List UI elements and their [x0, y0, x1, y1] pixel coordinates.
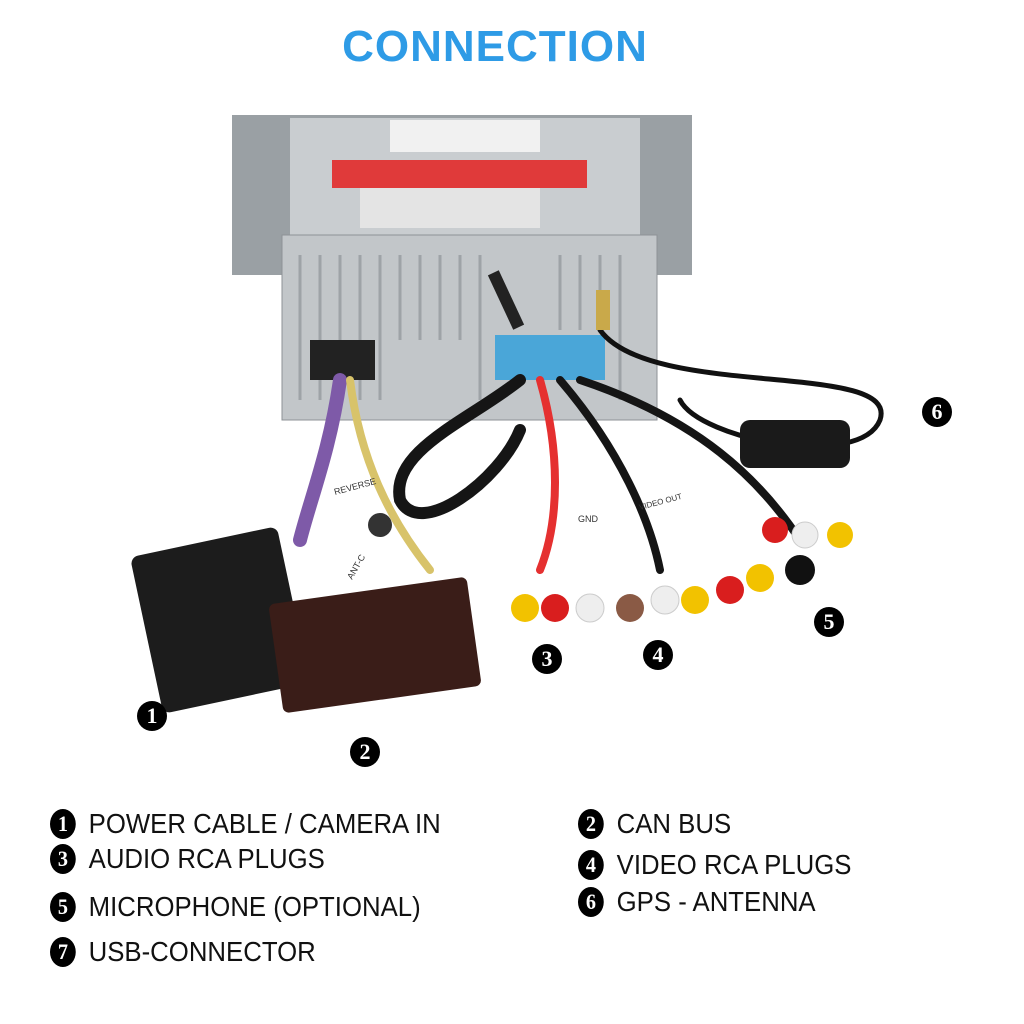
product-photo: REVERSE GND VIDEO OUT ANT-C: [131, 115, 884, 713]
marker-6: 6: [922, 397, 952, 427]
power-connector: [131, 527, 309, 713]
marker-2: 2: [350, 737, 380, 767]
gps-antenna: [740, 420, 850, 468]
legend-item-audio: 3 AUDIO RCA PLUGS: [50, 843, 325, 875]
marker-5: 5: [814, 607, 844, 637]
legend-number: 4: [578, 850, 604, 880]
legend-item-microphone: 5 MICROPHONE (OPTIONAL): [50, 891, 421, 923]
legend-label: AUDIO RCA PLUGS: [88, 843, 325, 874]
head-unit: [232, 115, 692, 421]
legend-label: USB-CONNECTOR: [88, 936, 316, 967]
legend-label: CAN BUS: [616, 808, 732, 839]
legend-number: 6: [578, 887, 604, 917]
legend-number: 1: [50, 809, 76, 839]
legend-item-power: 1 POWER CABLE / CAMERA IN: [50, 808, 441, 840]
page-title: CONNECTION: [342, 22, 648, 71]
legend-number: 5: [50, 892, 76, 922]
photo-label-ant: ANT-C: [345, 552, 367, 581]
marker-3: 3: [532, 644, 562, 674]
marker-4: 4: [643, 640, 673, 670]
legend-label: VIDEO RCA PLUGS: [616, 849, 852, 880]
canbus-box: [269, 577, 481, 713]
photo-label-gnd: GND: [578, 514, 599, 524]
legend-label: GPS - ANTENNA: [616, 886, 816, 917]
photo-label-reverse: REVERSE: [333, 476, 377, 497]
rca-plugs: [368, 513, 853, 623]
legend-item-gps: 6 GPS - ANTENNA: [578, 886, 816, 918]
legend-label: POWER CABLE / CAMERA IN: [88, 808, 441, 839]
marker-1: 1: [137, 701, 167, 731]
legend-number: 3: [50, 844, 76, 874]
legend-label: MICROPHONE (OPTIONAL): [88, 891, 421, 922]
legend-number: 7: [50, 937, 76, 967]
photo-label-video-out: VIDEO OUT: [638, 492, 683, 512]
legend-item-video: 4 VIDEO RCA PLUGS: [578, 849, 851, 881]
legend-item-usb: 7 USB-CONNECTOR: [50, 936, 316, 968]
legend-item-canbus: 2 CAN BUS: [578, 808, 731, 840]
legend-number: 2: [578, 809, 604, 839]
